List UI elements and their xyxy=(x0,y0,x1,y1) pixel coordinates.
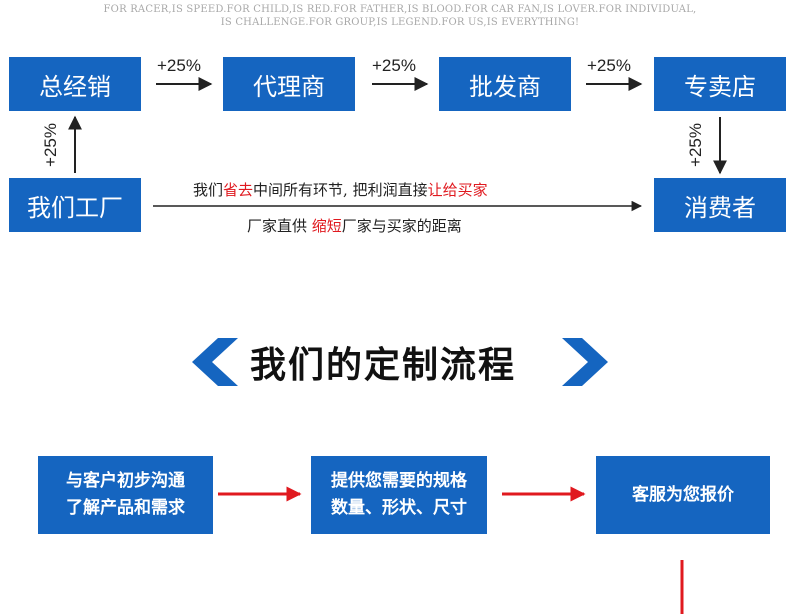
chevron-right-icon xyxy=(562,338,608,386)
process-step-2: 提供您需要的规格 数量、形状、尺寸 xyxy=(311,456,487,534)
markup-label-vertical: +25% xyxy=(686,123,705,167)
direct-text-line-1: 我们省去中间所有环节, 把利润直接让给买家 xyxy=(193,181,488,199)
node-pifashang: 批发商 xyxy=(439,57,571,111)
chevron-left-icon xyxy=(192,338,238,386)
markup-label: +25% xyxy=(157,56,201,75)
node-dailishang: 代理商 xyxy=(223,57,355,111)
process-step-2-line-1: 提供您需要的规格 xyxy=(331,471,467,491)
process-step-3-line-1: 客服为您报价 xyxy=(632,484,734,505)
process-step-2-line-2: 数量、形状、尺寸 xyxy=(331,498,467,518)
process-title: 我们的定制流程 xyxy=(250,345,517,386)
markup-label-vertical: +25% xyxy=(41,123,60,167)
process-step-1-line-1: 与客户初步沟通 xyxy=(66,471,185,491)
tagline-line-1: FOR RACER,IS SPEED.FOR CHILD,IS RED.FOR … xyxy=(103,4,697,15)
node-consumer: 消费者 xyxy=(654,178,786,232)
tagline-line-2: IS CHALLENGE.FOR GROUP,IS LEGEND.FOR US,… xyxy=(220,17,580,28)
markup-label: +25% xyxy=(587,56,631,75)
markup-label: +25% xyxy=(372,56,416,75)
process-step-1: 与客户初步沟通 了解产品和需求 xyxy=(38,456,213,534)
direct-text-line-2: 厂家直供 缩短厂家与买家的距离 xyxy=(247,217,462,235)
node-factory: 我们工厂 xyxy=(9,178,141,232)
node-zhuanmaidian: 专卖店 xyxy=(654,57,786,111)
process-step-3: 客服为您报价 xyxy=(596,456,770,534)
node-zongjingxiao: 总经销 xyxy=(9,57,141,111)
process-step-1-line-2: 了解产品和需求 xyxy=(66,498,185,518)
